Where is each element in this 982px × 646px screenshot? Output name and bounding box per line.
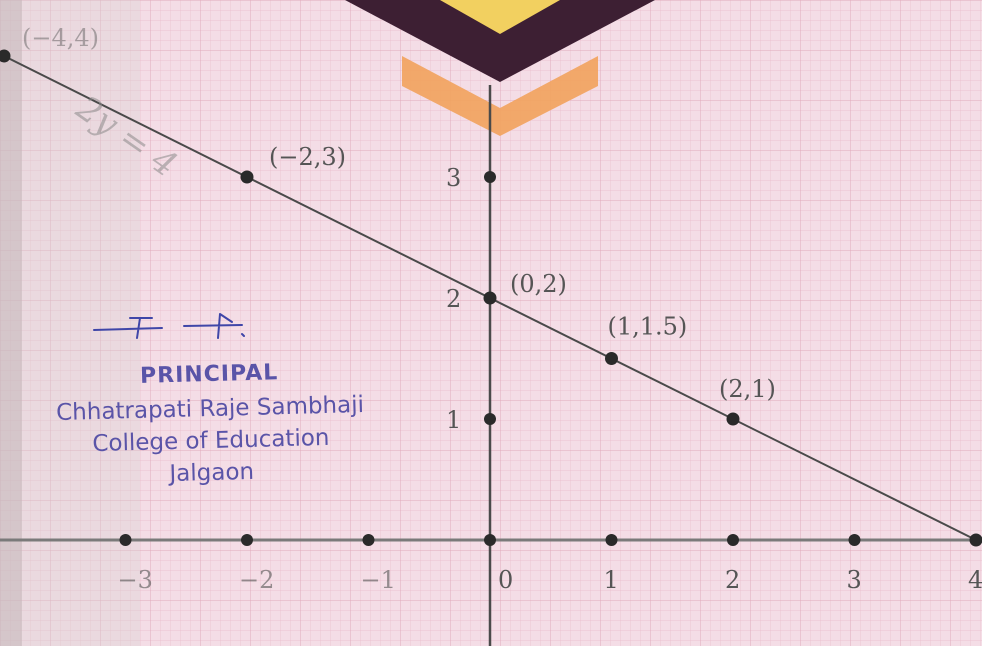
data-point xyxy=(240,170,254,184)
point-label: (−2,3) xyxy=(269,143,346,171)
point-label: (0,2) xyxy=(510,270,567,298)
y-tick-mark xyxy=(484,171,496,183)
data-point xyxy=(605,352,618,365)
decoration-diamond-inner xyxy=(440,0,560,34)
y-tick-label: 2 xyxy=(446,285,461,313)
x-tick-mark xyxy=(605,534,618,546)
point-label: (1,1.5) xyxy=(608,313,688,341)
x-tick-label: 0 xyxy=(498,566,513,594)
decoration-diamond xyxy=(345,0,655,82)
left-shade xyxy=(0,0,140,646)
x-tick-label: 1 xyxy=(604,566,619,594)
signature xyxy=(93,313,245,339)
x-tick-label: −1 xyxy=(361,566,396,594)
data-point xyxy=(969,533,982,547)
principal-stamp: PRINCIPAL Chhatrapati Raje Sambhaji Coll… xyxy=(16,357,404,494)
data-point xyxy=(483,291,497,305)
series xyxy=(0,49,982,547)
data-point xyxy=(726,412,740,426)
ticks: −3 −2 −1 0 1 2 3 4 1 2 3 xyxy=(118,164,982,594)
y-tick-label: 1 xyxy=(446,406,461,434)
decoration-chevron xyxy=(402,56,598,136)
x-tick-mark xyxy=(727,534,739,546)
x-tick-label: 3 xyxy=(847,566,862,594)
point-labels: (−4,4) (−2,3) (0,2) (1,1.5) (2,1) xyxy=(22,24,776,403)
x-tick-label: 4 xyxy=(968,566,982,594)
point-label: (2,1) xyxy=(719,375,776,403)
x-tick-mark xyxy=(362,534,375,546)
x-tick-mark xyxy=(848,534,861,546)
left-shadow xyxy=(0,0,22,646)
y-tick-mark xyxy=(484,413,496,425)
data-point xyxy=(0,49,11,63)
x-tick-mark xyxy=(119,534,132,546)
x-tick-mark xyxy=(484,534,496,546)
x-tick-mark xyxy=(241,534,253,546)
y-tick-label: 3 xyxy=(446,164,461,192)
x-tick-label: 2 xyxy=(725,566,740,594)
point-label: (−4,4) xyxy=(22,24,99,52)
x-tick-label: −3 xyxy=(118,566,153,594)
x-tick-label: −2 xyxy=(239,566,274,594)
